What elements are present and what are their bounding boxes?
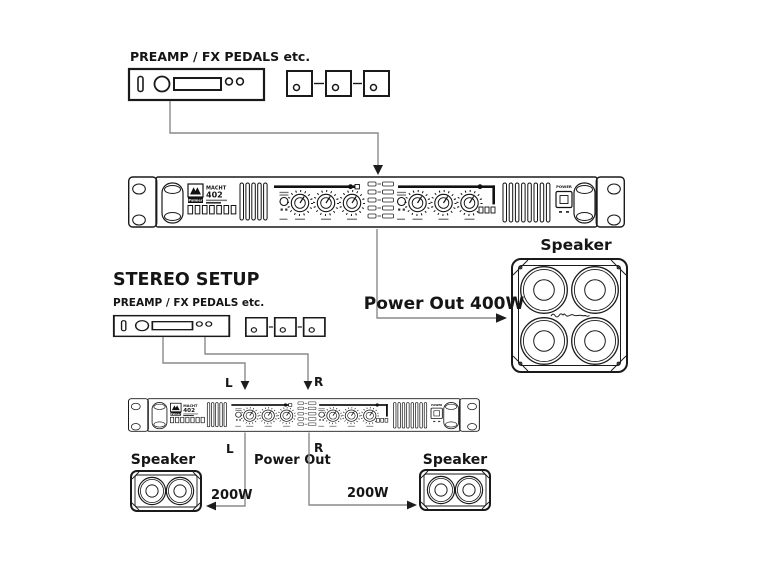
arrow-down-icon: [240, 381, 250, 390]
mono-preamp-label: PREAMP / FX PEDALS etc.: [130, 49, 310, 64]
stereo-power-out-label: Power Out: [254, 453, 331, 468]
arrow-down-icon: [373, 165, 383, 175]
arrow-down-icon: [303, 381, 313, 390]
stereo-preamp-unit: [112, 314, 231, 338]
stereo-left-input-line: [162, 337, 246, 381]
speaker-right-label: Speaker: [423, 452, 487, 468]
speaker-left-label: Speaker: [131, 452, 195, 468]
speaker-cabinet-main: [511, 258, 628, 373]
output-right-label: R: [314, 441, 323, 455]
speaker-cabinet-right: [419, 469, 491, 511]
fx-pedal-2: [325, 70, 352, 97]
power-amp-stereo: [128, 399, 479, 432]
watt-left-label: 200W: [211, 488, 252, 503]
fx-pedal-2: [273, 316, 297, 338]
mono-power-out-label: Power Out 400W: [364, 294, 525, 314]
stereo-preamp-label: PREAMP / FX PEDALS etc.: [113, 297, 264, 309]
arrow-left-icon: [206, 501, 216, 511]
mono-preamp-unit: [127, 67, 266, 102]
input-right-label: R: [314, 375, 323, 389]
mono-setup-section: PREAMP / FX PEDALS etc. Power Out 400W S…: [127, 49, 628, 373]
output-left-label: L: [226, 442, 234, 456]
stereo-right-input-line: [204, 337, 309, 381]
stereo-left-output-line: [216, 432, 246, 507]
arrow-right-icon: [496, 313, 507, 323]
watt-right-label: 200W: [347, 486, 388, 501]
input-left-label: L: [225, 376, 233, 390]
stereo-right-output-line: [308, 432, 407, 506]
arrow-right-icon: [407, 500, 417, 510]
fx-pedal-1: [245, 316, 268, 338]
mono-speaker-label: Speaker: [540, 236, 612, 254]
speaker-cabinet-left: [130, 470, 202, 512]
fx-pedal-3: [363, 70, 390, 97]
fx-pedal-1: [286, 70, 313, 97]
fx-pedal-3: [302, 316, 326, 338]
stereo-setup-section: STEREO SETUP PREAMP / FX PEDALS etc. L R…: [112, 270, 491, 512]
amp-to-speaker-line: [376, 229, 496, 319]
stereo-heading: STEREO SETUP: [113, 270, 260, 290]
preamp-to-amp-line: [169, 101, 379, 165]
power-amp-mono: [129, 177, 625, 227]
